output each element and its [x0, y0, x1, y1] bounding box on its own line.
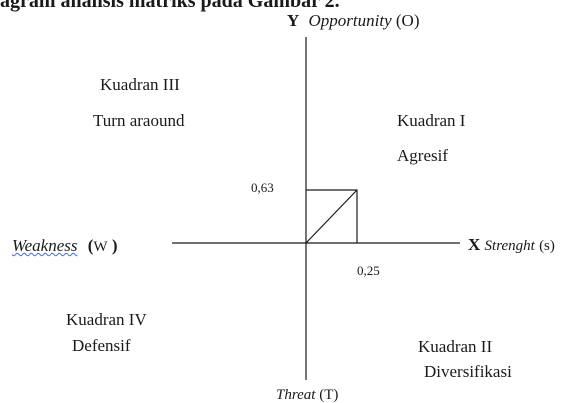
- weakness-abbr-close: ): [111, 236, 118, 255]
- x-axis-abbr: (s): [539, 238, 555, 254]
- quadrant-2-name: Kuadran II: [418, 337, 493, 356]
- y-value-label: 0,63: [251, 180, 274, 195]
- y-axis-letter: Y: [287, 11, 300, 30]
- y-axis-name: Opportunity: [308, 11, 392, 30]
- x-value-label: 0,25: [357, 263, 380, 278]
- page-heading: agram analisis matriks pada Gambar 2.: [0, 0, 340, 12]
- threat-abbr: (T): [319, 387, 339, 403]
- quadrant-3-name: Kuadran III: [100, 75, 180, 94]
- weakness-name: Weakness: [12, 236, 78, 255]
- x-axis-letter: X: [468, 235, 481, 254]
- quadrant-2-strategy: Diversifikasi: [424, 362, 512, 381]
- x-axis-left-label: Weakness (W ): [12, 237, 117, 255]
- quadrant-4-strategy: Defensif: [72, 336, 131, 355]
- quadrant-4-name: Kuadran IV: [66, 310, 147, 329]
- weakness-abbr-letter: W: [93, 239, 108, 255]
- quadrant-1-strategy: Agresif: [397, 146, 448, 165]
- x-axis-right-label: X Strenght (s): [468, 236, 555, 254]
- y-axis-bottom-label: Threat (T): [276, 388, 338, 403]
- y-axis-top-label: Y Opportunity (O): [287, 12, 420, 29]
- quadrant-1-name: Kuadran I: [397, 111, 466, 130]
- quadrant-3-strategy: Turn araound: [93, 111, 185, 130]
- threat-name: Threat: [276, 387, 316, 403]
- y-axis-abbr: (O): [395, 11, 420, 30]
- weakness-abbr-open: (: [87, 236, 94, 255]
- x-axis-name: Strenght: [484, 238, 535, 254]
- position-diagonal-line: [305, 189, 358, 244]
